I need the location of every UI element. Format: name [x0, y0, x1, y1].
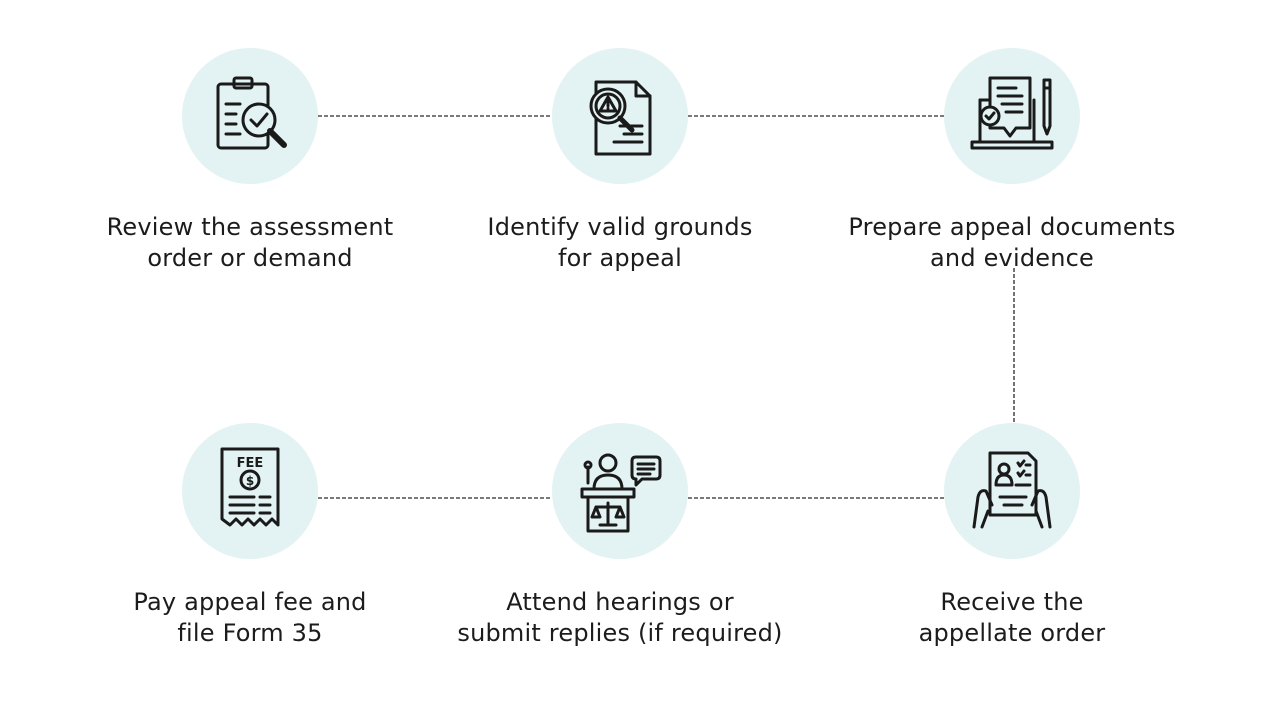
step-pay-fee: FEE $ Pay appeal fee and file Form 35	[60, 423, 440, 649]
step-review-assessment: Review the assessment order or demand	[60, 48, 440, 274]
step-label-line-1: Attend hearings or	[506, 588, 734, 616]
step-attend-hearings: Attend hearings or submit replies (if re…	[430, 423, 810, 649]
step-icon-circle	[552, 48, 688, 184]
speaker-podium-scales-icon	[580, 453, 662, 533]
step-icon-circle: FEE $	[182, 423, 318, 559]
step-prepare-documents: Prepare appeal documents and evidence	[822, 48, 1202, 274]
document-warning-magnifier-icon	[589, 80, 652, 156]
laptop-document-pen-icon	[970, 76, 1054, 150]
step-label: Attend hearings or submit replies (if re…	[430, 587, 810, 649]
step-label: Receive the appellate order	[822, 587, 1202, 649]
step-label: Prepare appeal documents and evidence	[822, 212, 1202, 274]
step-label-line-2: for appeal	[558, 244, 682, 272]
step-label-line-2: and evidence	[930, 244, 1094, 272]
step-identify-grounds: Identify valid grounds for appeal	[430, 48, 810, 274]
step-receive-order: Receive the appellate order	[822, 423, 1202, 649]
step-label-line-1: Receive the	[940, 588, 1084, 616]
step-label-line-2: appellate order	[918, 619, 1106, 647]
step-icon-circle	[944, 423, 1080, 559]
clipboard-magnifier-icon	[216, 76, 287, 150]
step-icon-circle	[182, 48, 318, 184]
step-icon-circle	[552, 423, 688, 559]
step-label-line-2: order or demand	[147, 244, 353, 272]
step-label: Review the assessment order or demand	[60, 212, 440, 274]
step-label-line-2: file Form 35	[177, 619, 323, 647]
step-label-line-1: Identify valid grounds	[487, 213, 753, 241]
currency-symbol: $	[246, 474, 254, 488]
fee-text: FEE	[237, 456, 264, 471]
step-label-line-1: Pay appeal fee and	[133, 588, 367, 616]
hands-holding-document-icon	[972, 451, 1052, 529]
step-label-line-2: submit replies (if required)	[457, 619, 783, 647]
step-label: Identify valid grounds for appeal	[430, 212, 810, 274]
step-label-line-1: Review the assessment	[106, 213, 394, 241]
fee-receipt-icon: FEE $	[220, 447, 280, 527]
step-label-line-1: Prepare appeal documents	[848, 213, 1176, 241]
step-label: Pay appeal fee and file Form 35	[60, 587, 440, 649]
step-icon-circle	[944, 48, 1080, 184]
